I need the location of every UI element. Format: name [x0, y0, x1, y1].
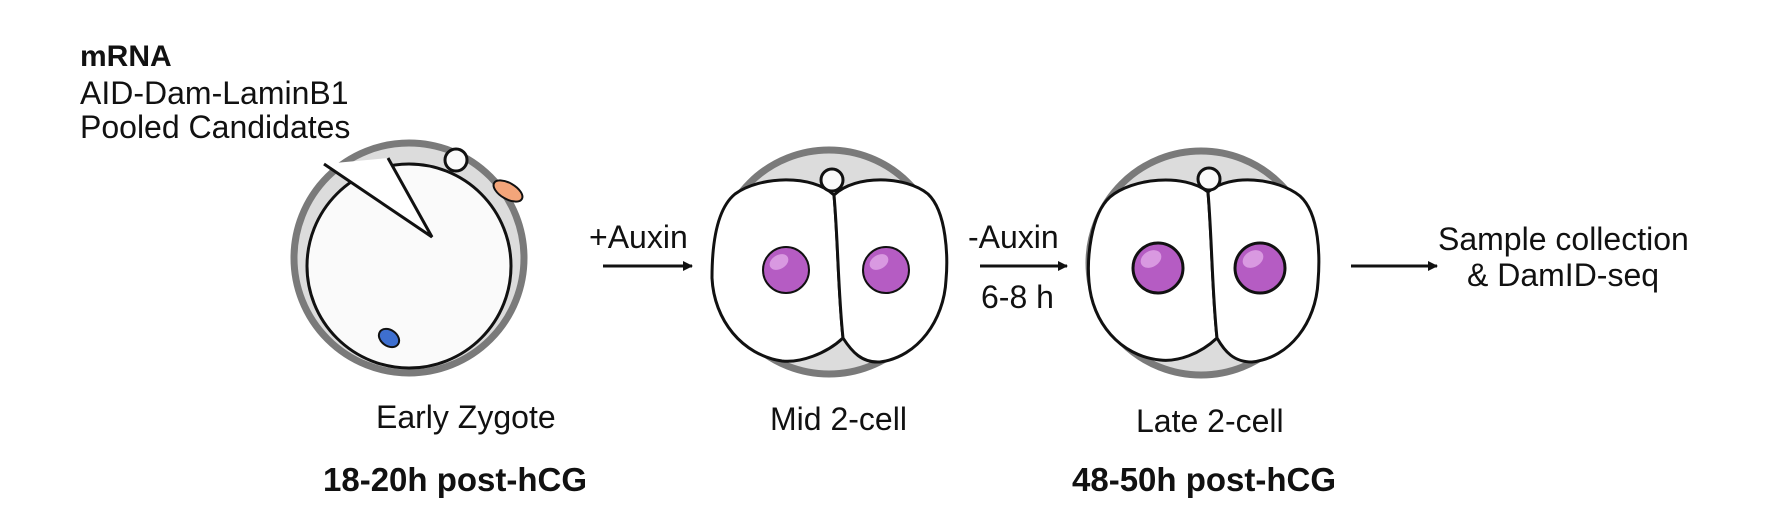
- polar-body: [819, 167, 845, 193]
- sample-collection-label: Sample collection: [1438, 221, 1689, 257]
- timepoint-late: 48-50h post-hCG: [1072, 461, 1337, 498]
- pronucleus-blue: [377, 327, 401, 349]
- injection-construct-2: Pooled Candidates: [80, 109, 351, 145]
- injection-needle: [323, 157, 434, 239]
- nucleus-right: [1233, 241, 1287, 295]
- stage-label-late-2cell: Late 2-cell: [1136, 403, 1284, 439]
- damid-seq-label: & DamID-seq: [1467, 257, 1660, 293]
- zygote-cytoplasm: [305, 162, 513, 370]
- late-2cell-illustration: [1085, 147, 1321, 379]
- injection-title: mRNA: [80, 40, 172, 73]
- auxin-remove-duration: 6-8 h: [981, 279, 1054, 315]
- early-zygote-illustration: [290, 139, 528, 377]
- pronucleus-orange: [492, 179, 524, 203]
- nucleus-left: [1131, 241, 1185, 295]
- polar-body: [1196, 166, 1222, 192]
- auxin-remove-label: -Auxin: [968, 219, 1059, 255]
- nucleus-left: [762, 246, 810, 294]
- mid-2cell-illustration: [710, 146, 949, 378]
- nucleus-right: [862, 246, 910, 294]
- stage-label-early-zygote: Early Zygote: [376, 399, 556, 435]
- timepoint-early: 18-20h post-hCG: [323, 461, 588, 498]
- auxin-add-label: +Auxin: [589, 219, 688, 255]
- stage-label-mid-2cell: Mid 2-cell: [770, 401, 907, 437]
- polar-body: [443, 147, 469, 173]
- injection-construct-1: AID-Dam-LaminB1: [80, 75, 349, 111]
